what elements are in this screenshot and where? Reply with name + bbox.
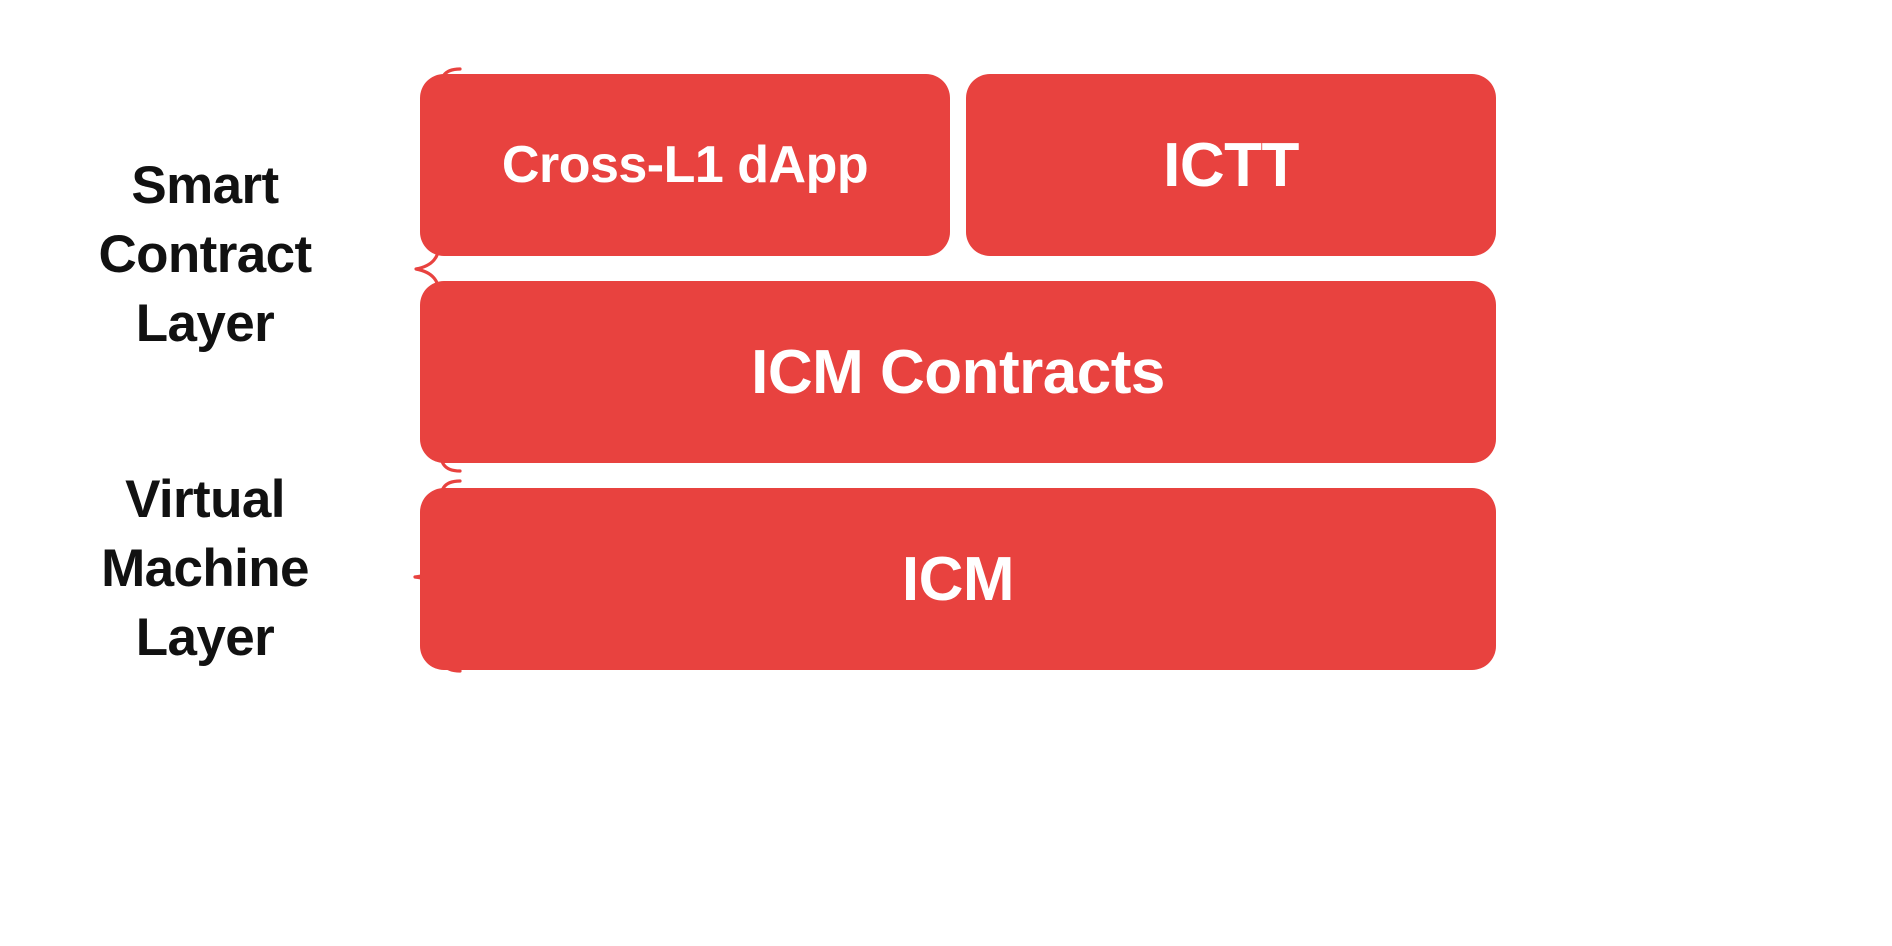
layer-label-virtual-machine: Virtual Machine Layer	[101, 470, 309, 667]
box-label-icm: ICM	[901, 544, 1015, 614]
box-label-icm-contracts: ICM Contracts	[751, 337, 1165, 407]
box-label-cross-l1-dapp: Cross-L1 dApp	[501, 136, 869, 194]
box-label-ictt: ICTT	[1163, 130, 1299, 200]
box-icm-contracts[interactable]: ICM Contracts	[420, 281, 1496, 463]
layer-label-smart-contract: Smart Contract Layer	[98, 156, 312, 353]
box-ictt[interactable]: ICTT	[966, 74, 1496, 256]
box-icm[interactable]: ICM	[420, 488, 1496, 670]
box-cross-l1-dapp[interactable]: Cross-L1 dApp	[420, 74, 950, 256]
